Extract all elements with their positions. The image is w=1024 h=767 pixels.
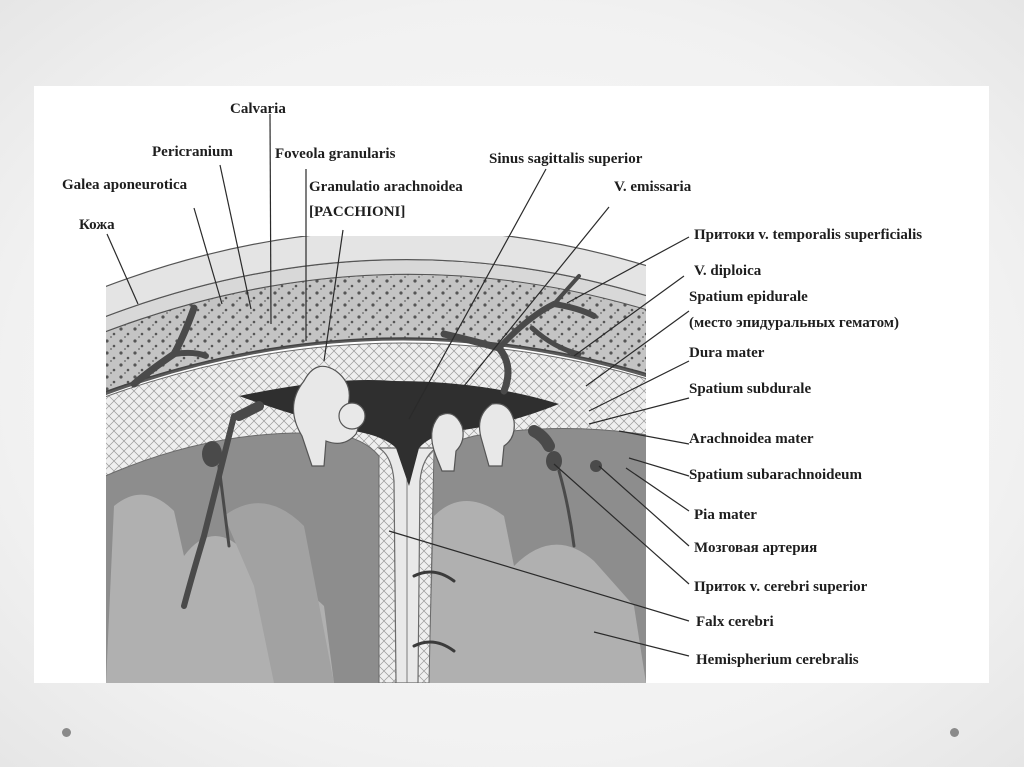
label-pritoki-temporalis: Притоки v. temporalis superficialis bbox=[694, 227, 922, 243]
label-foveola: Foveola granularis bbox=[275, 146, 396, 162]
label-hemispherium: Hemispherium cerebralis bbox=[696, 652, 859, 668]
label-subdurale: Spatium subdurale bbox=[689, 381, 811, 397]
label-falx: Falx cerebri bbox=[696, 614, 774, 630]
label-kozha: Кожа bbox=[79, 217, 115, 233]
slide-panel: Calvaria Pericranium Foveola granularis … bbox=[34, 86, 989, 683]
labels: Calvaria Pericranium Foveola granularis … bbox=[62, 101, 922, 668]
label-dura: Dura mater bbox=[689, 345, 765, 361]
label-epidurale: Spatium epidurale bbox=[689, 289, 808, 305]
label-galea: Galea aponeurotica bbox=[62, 177, 188, 193]
arachnoid-granulations bbox=[292, 365, 515, 472]
label-subarachnoideum: Spatium subarachnoideum bbox=[689, 467, 862, 483]
label-sinus: Sinus sagittalis superior bbox=[489, 151, 643, 167]
label-emissaria: V. emissaria bbox=[614, 179, 692, 195]
label-epidurale-note: (место эпидуральных гематом) bbox=[689, 315, 899, 331]
label-calvaria: Calvaria bbox=[230, 101, 286, 117]
gyri-right bbox=[429, 501, 646, 683]
cortical-vessels bbox=[181, 401, 602, 653]
label-pia: Pia mater bbox=[694, 507, 757, 523]
anatomy-illustration bbox=[106, 236, 646, 683]
slide-bullet-left bbox=[62, 728, 71, 737]
label-pritok-cerebri: Приток v. cerebri superior bbox=[694, 579, 868, 595]
label-diploica: V. diploica bbox=[694, 263, 762, 279]
label-arachnoidea: Arachnoidea mater bbox=[689, 431, 814, 447]
slide-bullet-right bbox=[950, 728, 959, 737]
label-pericranium: Pericranium bbox=[152, 144, 233, 160]
dura-layer bbox=[106, 337, 646, 396]
skin-layer bbox=[106, 236, 646, 318]
meninges-diagram: Calvaria Pericranium Foveola granularis … bbox=[62, 101, 922, 683]
label-arteria: Мозговая артерия bbox=[694, 540, 817, 556]
label-pacchioni: [PACCHIONI] bbox=[309, 204, 405, 220]
leader-lines bbox=[106, 113, 690, 657]
gyri-center-left bbox=[224, 503, 334, 683]
veins bbox=[130, 274, 597, 395]
label-granulatio: Granulatio arachnoidea bbox=[309, 179, 463, 195]
